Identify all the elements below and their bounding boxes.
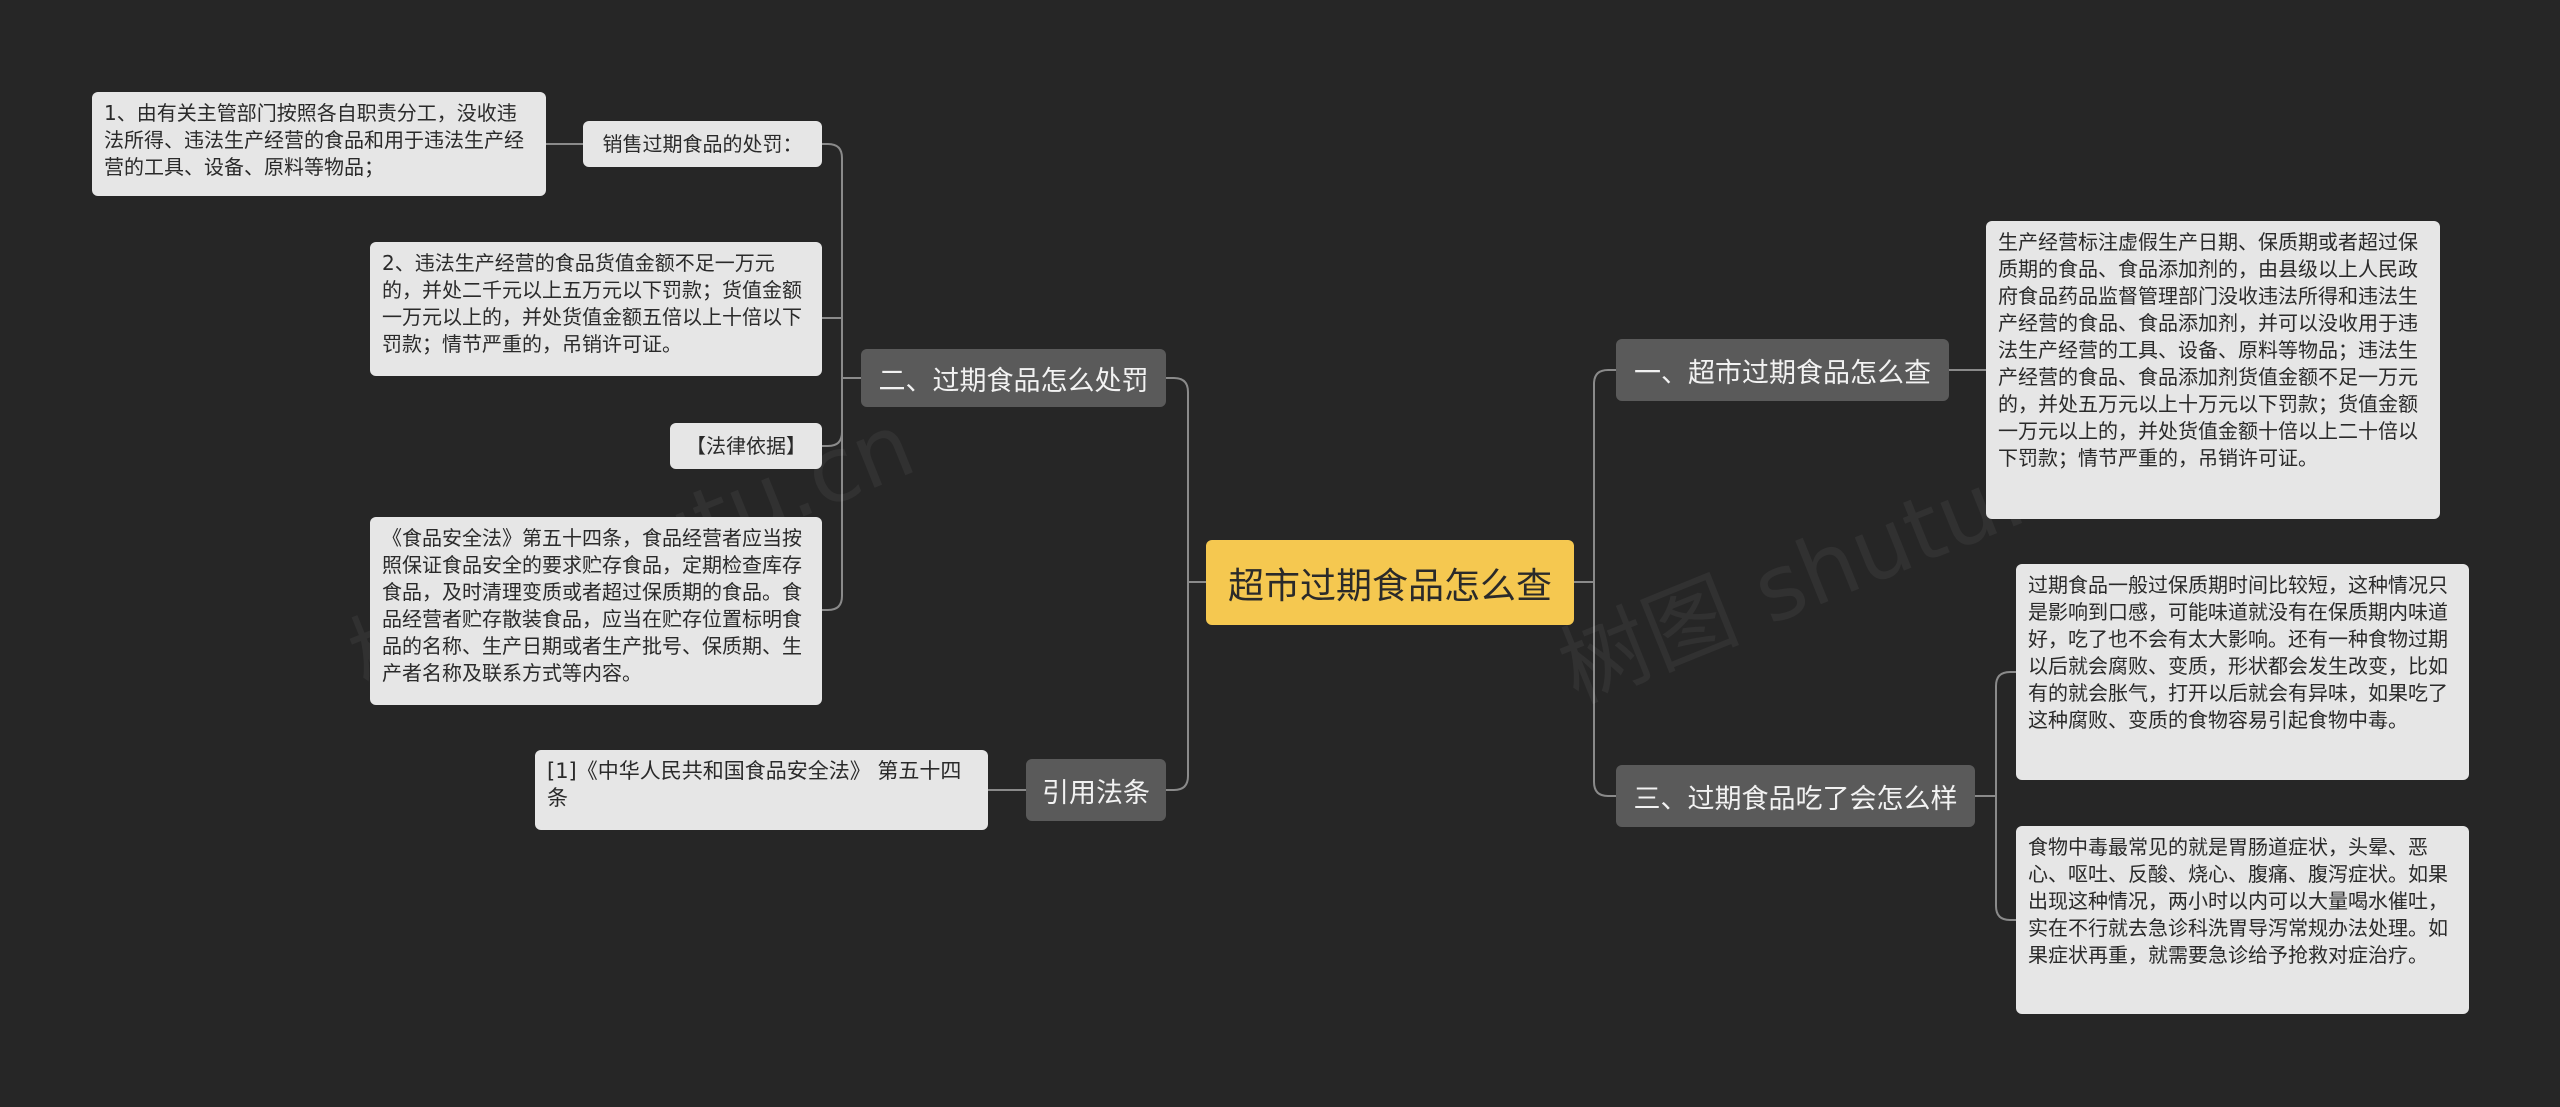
root-topic[interactable]: 超市过期食品怎么查	[1206, 540, 1574, 625]
branch-cited-law[interactable]: 引用法条	[1026, 759, 1166, 821]
branch-consequences[interactable]: 三、过期食品吃了会怎么样	[1616, 765, 1975, 827]
branch-how-to-check[interactable]: 一、超市过期食品怎么查	[1616, 339, 1949, 401]
leaf-legal-text[interactable]: 《食品安全法》第五十四条，食品经营者应当按照保证食品安全的要求贮存食品，定期检查…	[370, 517, 822, 705]
leaf-consequences-2[interactable]: 食物中毒最常见的就是胃肠道症状，头晕、恶心、呕吐、反酸、烧心、腹痛、腹泻症状。如…	[2016, 826, 2469, 1014]
leaf-cited-law[interactable]: [1]《中华人民共和国食品安全法》 第五十四条	[535, 750, 988, 830]
leaf-penalty-1[interactable]: 1、由有关主管部门按照各自职责分工，没收违法所得、违法生产经营的食品和用于违法生…	[92, 92, 546, 196]
leaf-consequences-1[interactable]: 过期食品一般过保质期时间比较短，这种情况只是影响到口感，可能味道就没有在保质期内…	[2016, 564, 2469, 780]
subtopic-legal-basis[interactable]: 【法律依据】	[670, 423, 822, 469]
branch-penalty[interactable]: 二、过期食品怎么处罚	[861, 349, 1166, 407]
leaf-how-to-check[interactable]: 生产经营标注虚假生产日期、保质期或者超过保质期的食品、食品添加剂的，由县级以上人…	[1986, 221, 2440, 519]
subtopic-sales-penalty[interactable]: 销售过期食品的处罚：	[583, 121, 822, 167]
leaf-penalty-2[interactable]: 2、违法生产经营的食品货值金额不足一万元的，并处二千元以上五万元以下罚款；货值金…	[370, 242, 822, 376]
